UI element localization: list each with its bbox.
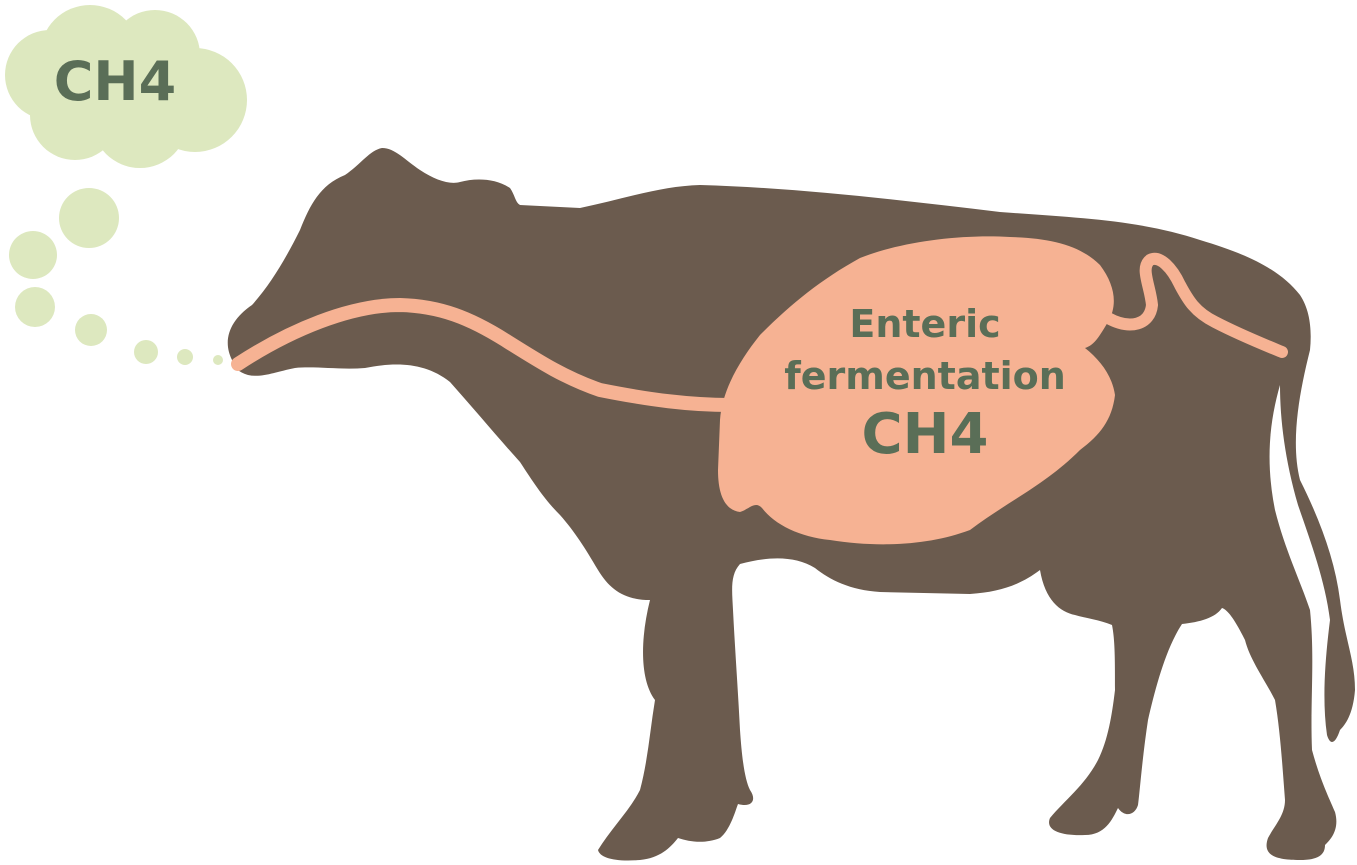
rumen-label-line3: CH4 [760, 402, 1090, 468]
rumen-label: Enteric fermentation CH4 [760, 298, 1090, 468]
cloud-methane-label: CH4 [40, 50, 190, 113]
thought-bubbles [9, 188, 223, 365]
rumen-label-line1: Enteric [849, 302, 1000, 346]
rumen-label-line2: fermentation [784, 354, 1066, 398]
